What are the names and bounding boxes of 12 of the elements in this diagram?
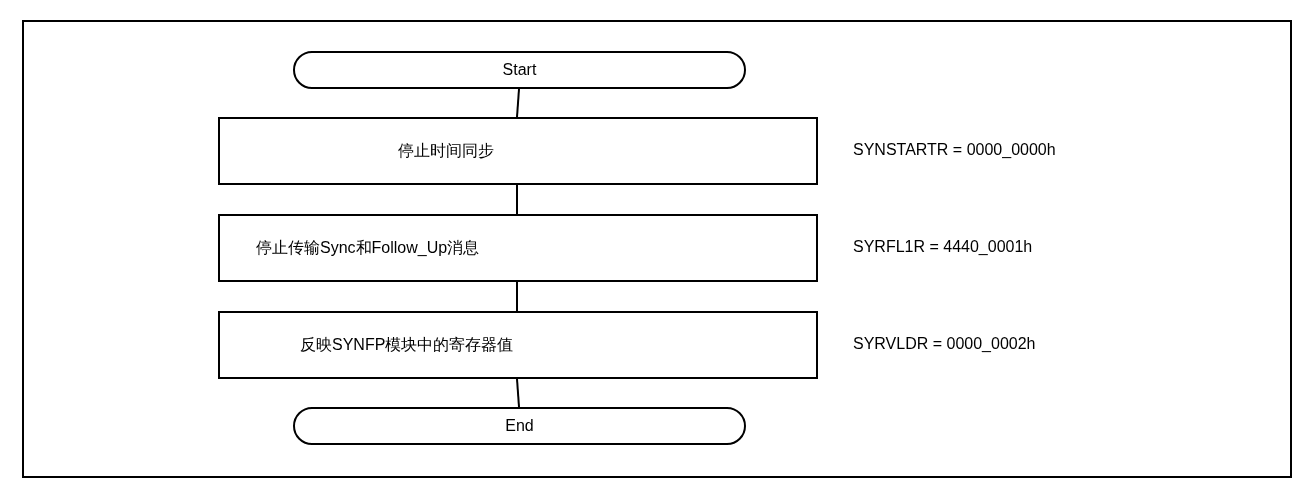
process-box: 停止传输Sync和Follow_Up消息 (218, 214, 818, 282)
register-setting: SYRVLDR = 0000_0002h (853, 335, 1036, 353)
register-setting: SYRFL1R = 4440_0001h (853, 238, 1033, 256)
connector-line (516, 281, 518, 312)
connector-line (516, 378, 520, 408)
process-box: 停止时间同步 (218, 117, 818, 185)
terminal-box: End (293, 407, 746, 445)
connector-line (516, 88, 520, 118)
register-setting: SYNSTARTR = 0000_0000h (853, 141, 1056, 159)
terminal-box: Start (293, 51, 746, 89)
process-box: 反映SYNFP模块中的寄存器值 (218, 311, 818, 379)
connector-line (516, 184, 518, 215)
